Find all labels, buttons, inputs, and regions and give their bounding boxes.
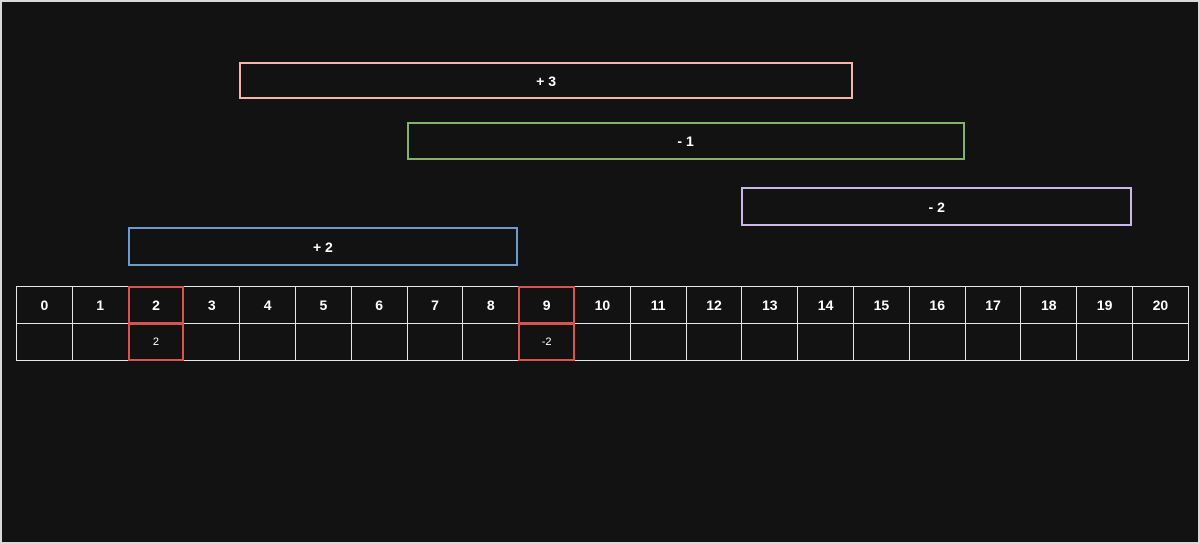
value-cell: -2	[518, 323, 575, 361]
index-cell: 0	[16, 286, 73, 324]
value-cell	[16, 323, 73, 361]
index-label: 18	[1041, 297, 1057, 313]
range-update-bar: + 3	[239, 62, 853, 99]
range-update-label: + 2	[312, 238, 333, 255]
range-update-label: + 3	[536, 72, 557, 89]
value-cell	[295, 323, 352, 361]
value-cell	[629, 323, 687, 361]
range-update-label: - 2	[928, 198, 945, 215]
range-update-bar: - 2	[741, 187, 1132, 226]
range-update-label: - 1	[677, 133, 694, 149]
value-cell	[1132, 323, 1189, 361]
index-label: 13	[762, 297, 778, 313]
range-update-bar: - 1	[406, 122, 965, 160]
index-cell: 11	[629, 286, 687, 324]
index-cell: 16	[908, 286, 966, 324]
index-label: 0	[40, 297, 49, 313]
value-cell: 2	[127, 323, 185, 361]
index-label: 3	[207, 297, 216, 313]
index-cell: 9	[518, 286, 575, 324]
index-label: 12	[706, 297, 722, 313]
index-label: 1	[96, 297, 105, 313]
index-cell: 14	[797, 286, 854, 324]
index-cell: 10	[574, 286, 631, 324]
value-cell	[1076, 323, 1133, 361]
index-cell: 15	[853, 286, 910, 324]
index-cell: 1	[71, 286, 129, 324]
index-label: 10	[594, 297, 611, 313]
index-label: 5	[319, 297, 328, 313]
index-label: 8	[486, 297, 495, 313]
index-label: 9	[542, 297, 551, 313]
index-cell: 7	[406, 286, 464, 324]
index-label: 11	[650, 297, 666, 313]
value-cell	[406, 323, 464, 361]
value-cell	[741, 323, 799, 361]
index-cell: 5	[295, 286, 352, 324]
value-cell	[71, 323, 129, 361]
index-cell: 12	[685, 286, 743, 324]
value-cell	[908, 323, 966, 361]
value-cell	[797, 323, 854, 361]
index-label: 7	[431, 297, 439, 313]
index-label: 17	[985, 297, 1001, 313]
value-cell	[853, 323, 910, 361]
index-cell: 2	[127, 286, 185, 324]
index-label: 19	[1096, 297, 1113, 313]
index-label: 16	[929, 297, 945, 313]
index-label: 6	[375, 297, 384, 313]
index-cell: 18	[1020, 286, 1078, 324]
value-cell	[1020, 323, 1078, 361]
value-label: -2	[541, 336, 552, 348]
range-update-bar: + 2	[127, 227, 519, 266]
index-cell: 17	[964, 286, 1022, 324]
value-cell	[350, 323, 408, 361]
index-label: 2	[152, 297, 160, 313]
index-label: 14	[817, 297, 834, 313]
value-label: 2	[152, 336, 160, 348]
value-cell	[685, 323, 743, 361]
index-cell: 8	[462, 286, 520, 324]
index-label: 4	[263, 297, 272, 313]
value-cell	[239, 323, 296, 361]
index-cell: 3	[183, 286, 241, 324]
value-cell	[574, 323, 631, 361]
value-cell	[462, 323, 520, 361]
index-cell: 20	[1132, 286, 1189, 324]
value-cell	[183, 323, 241, 361]
index-cell: 4	[239, 286, 296, 324]
index-cell: 19	[1076, 286, 1133, 324]
index-label: 20	[1152, 297, 1169, 313]
index-cell: 6	[350, 286, 408, 324]
value-cell	[964, 323, 1022, 361]
index-label: 15	[873, 297, 890, 313]
index-cell: 13	[741, 286, 799, 324]
